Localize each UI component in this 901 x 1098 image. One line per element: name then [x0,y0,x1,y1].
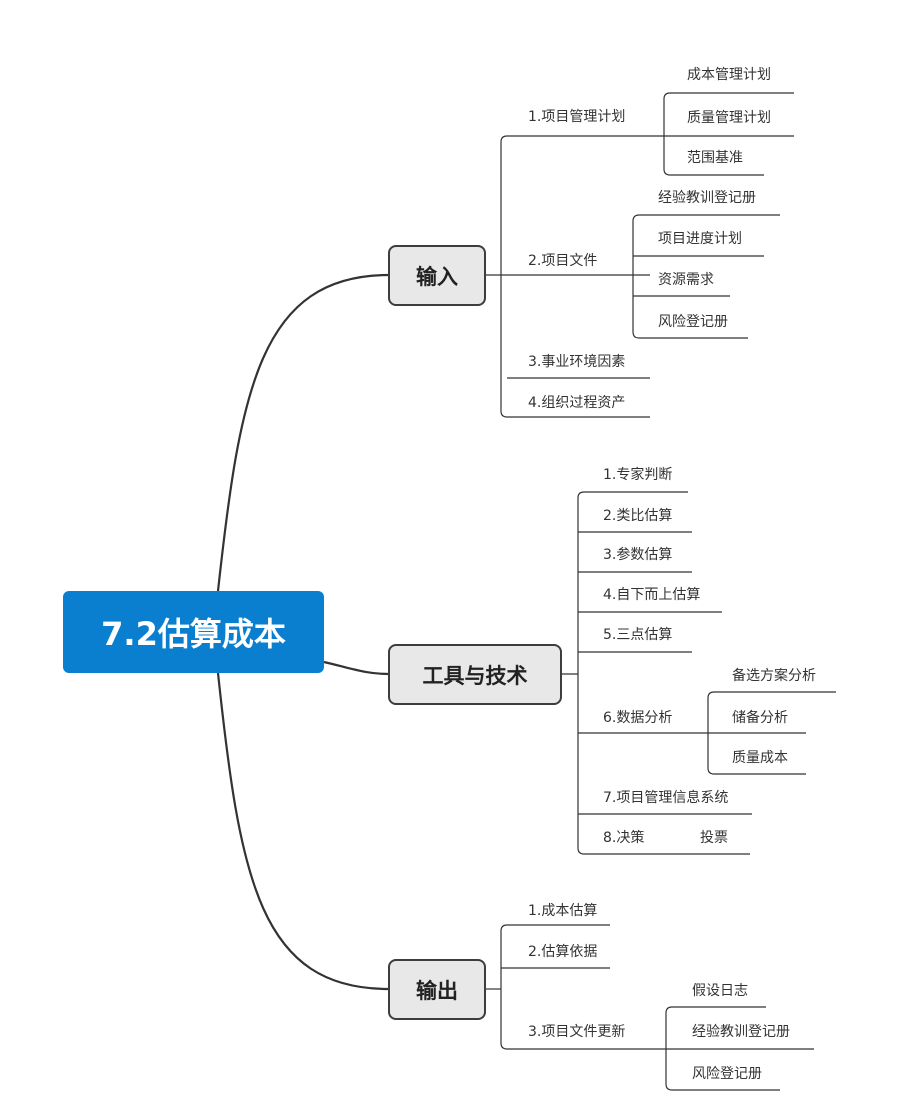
tool-reserve-analysis[interactable]: 储备分析 [732,710,788,726]
output-doc-updates[interactable]: 3.项目文件更新 [528,1024,626,1040]
tool-pmis[interactable]: 7.项目管理信息系统 [603,790,729,806]
tool-bottom-up[interactable]: 4.自下而上估算 [603,587,701,603]
tool-alternatives-analysis[interactable]: 备选方案分析 [732,668,816,684]
input-project-docs[interactable]: 2.项目文件 [528,253,598,269]
tool-data-analysis[interactable]: 6.数据分析 [603,710,673,726]
branch-outputs[interactable]: 输出 [388,959,486,1020]
tool-voting[interactable]: 投票 [700,830,728,846]
output-risk-register[interactable]: 风险登记册 [692,1066,762,1082]
input-scope-baseline[interactable]: 范围基准 [687,150,743,166]
input-lessons-learned[interactable]: 经验教训登记册 [658,190,756,206]
connector-root-outputs [216,672,390,991]
output-cost-estimates[interactable]: 1.成本估算 [528,903,598,919]
branch-tools-techniques[interactable]: 工具与技术 [388,644,562,705]
root-topic[interactable]: 7.2估算成本 [63,591,324,673]
output-assumption-log[interactable]: 假设日志 [692,983,748,999]
input-eef[interactable]: 3.事业环境因素 [528,354,626,370]
output-basis-of-estimates[interactable]: 2.估算依据 [528,944,598,960]
input-risk-register[interactable]: 风险登记册 [658,314,728,330]
input-opa[interactable]: 4.组织过程资产 [528,395,626,411]
output-lessons-learned[interactable]: 经验教训登记册 [692,1024,790,1040]
connector-root-inputs [216,273,390,592]
connector-root-tools [323,660,390,676]
input-cost-mgmt-plan[interactable]: 成本管理计划 [687,67,771,83]
input-schedule[interactable]: 项目进度计划 [658,231,742,247]
tool-parametric[interactable]: 3.参数估算 [603,547,673,563]
tool-decision-making[interactable]: 8.决策 [603,830,645,846]
tool-expert-judgment[interactable]: 1.专家判断 [603,467,673,483]
tool-three-point[interactable]: 5.三点估算 [603,627,673,643]
tool-cost-of-quality[interactable]: 质量成本 [732,750,788,766]
tool-analogous[interactable]: 2.类比估算 [603,508,673,524]
input-resource-reqs[interactable]: 资源需求 [658,272,714,288]
branch-inputs[interactable]: 输入 [388,245,486,306]
input-pm-plan[interactable]: 1.项目管理计划 [528,109,626,125]
input-quality-mgmt-plan[interactable]: 质量管理计划 [687,110,771,126]
